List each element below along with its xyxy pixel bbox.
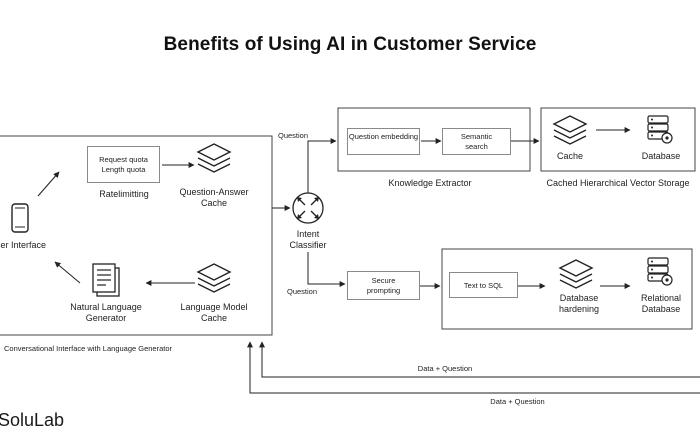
conversational-panel	[0, 135, 273, 336]
storage-caption: Cached Hierarchical Vector Storage	[546, 178, 690, 188]
question-top-label: Question	[278, 131, 309, 140]
quota-box: Request quota Length quota	[87, 146, 160, 183]
layers-icon	[196, 263, 232, 293]
hardening-label: Database hardening	[558, 293, 600, 314]
lm-cache-label: Language Model Cache	[180, 302, 248, 323]
question-bottom-label: Question	[287, 287, 318, 296]
semantic-search-box: Semantic search	[442, 128, 511, 155]
document-icon	[92, 263, 120, 297]
text-to-sql-label: Text to SQL	[463, 281, 504, 290]
classifier-label: Intent Classifier	[289, 229, 327, 250]
layers-icon	[196, 143, 232, 173]
phone-icon	[11, 203, 29, 233]
qa-cache-label: Question-Answer Cache	[179, 187, 249, 208]
layers-icon	[558, 259, 594, 289]
solulab-logo: SoluLab	[0, 410, 65, 430]
cache-label: Cache	[556, 151, 583, 161]
knowledge-extractor-panel	[337, 107, 531, 172]
question-embedding-box: Question embedding	[347, 128, 420, 155]
secure-label: Secure prompting	[366, 276, 401, 295]
cached-storage-panel	[540, 107, 696, 172]
page-title: Benefits of Using AI in Customer Service	[163, 34, 537, 55]
ratelimitting-label: Ratelimitting	[99, 189, 149, 199]
knowledge-caption: Knowledge Extractor	[388, 178, 472, 188]
return-line-2	[247, 341, 700, 394]
database-icon	[647, 115, 673, 144]
quota-line1: Request quota	[99, 155, 148, 164]
semantic-label: Semantic search	[460, 132, 493, 151]
return-line-1	[259, 341, 700, 378]
database-icon	[647, 257, 673, 286]
relational-label: Relational Database	[640, 293, 682, 314]
network-hub-icon	[292, 192, 324, 224]
arrow-classifier-to-secure	[307, 252, 346, 287]
quota-line2: Length quota	[101, 165, 146, 174]
nlg-label: Natural Language Generator	[70, 302, 142, 323]
layers-icon	[552, 115, 588, 145]
secure-prompting-box: Secure prompting	[347, 271, 420, 300]
arrow-classifier-to-knowledge	[307, 138, 337, 194]
database-label: Database	[641, 151, 681, 161]
user-interface-label: ser Interface	[0, 240, 47, 250]
data-question-label-1: Data + Question	[417, 364, 473, 373]
conversational-caption: Conversational Interface with Language G…	[4, 344, 173, 353]
arrow-ui-to-quota	[37, 171, 60, 197]
arrow-nlg-to-ui	[54, 261, 81, 284]
embedding-label: Question embedding	[348, 132, 419, 141]
sql-panel	[441, 248, 693, 330]
text-to-sql-box: Text to SQL	[449, 272, 518, 298]
data-question-label-2: Data + Question	[490, 397, 545, 406]
